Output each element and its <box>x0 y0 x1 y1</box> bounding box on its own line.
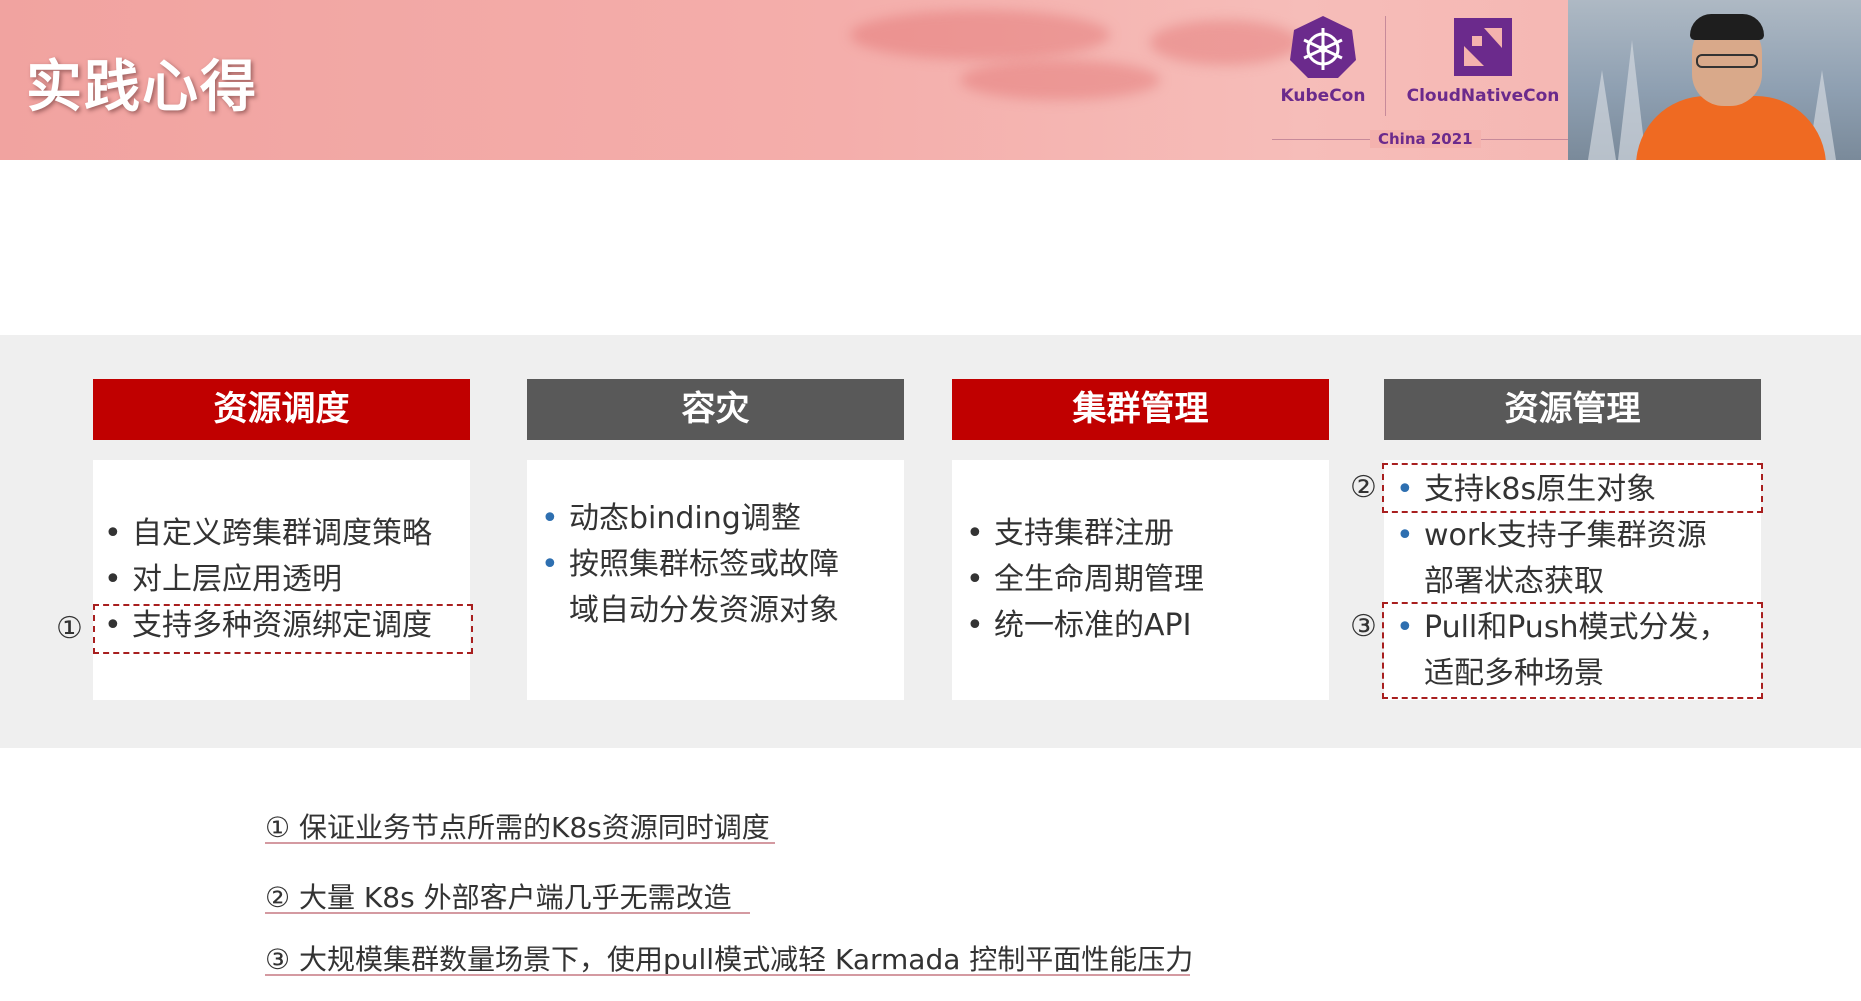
list-item-continuation: 域自动分发资源对象 <box>569 593 839 628</box>
footnote-2: ② 大量 K8s 外部客户端几乎无需改造 <box>265 881 732 914</box>
kubernetes-wheel-icon <box>1290 16 1356 78</box>
card-cluster-management-body <box>952 460 1329 700</box>
card-resource-management-body <box>1384 460 1761 700</box>
footnote-3-underline <box>265 974 1190 976</box>
list-item: •支持集群注册 <box>966 516 1174 551</box>
footnote-2-underline <box>265 912 750 914</box>
list-item: •统一标准的API <box>966 608 1192 643</box>
kubecon-logo: KubeCon <box>1278 14 1368 106</box>
marker-2: ② <box>1350 470 1377 505</box>
list-item: •动态binding调整 <box>541 501 801 536</box>
slide-title: 实践心得 <box>26 55 258 120</box>
card-resource-scheduling-title: 资源调度 <box>93 379 470 440</box>
list-item: •全生命周期管理 <box>966 562 1204 597</box>
list-item: •Pull和Push模式分发， <box>1396 610 1729 645</box>
card-disaster-recovery-body <box>527 460 904 700</box>
list-item: •支持多种资源绑定调度 <box>104 608 432 643</box>
speaker-hair <box>1690 14 1764 40</box>
card-resource-management-title: 资源管理 <box>1384 379 1761 440</box>
list-item: •支持k8s原生对象 <box>1396 472 1657 507</box>
speaker-webcam <box>1568 0 1861 160</box>
marker-1: ① <box>56 611 83 646</box>
list-item: •自定义跨集群调度策略 <box>104 516 432 551</box>
card-disaster-recovery-title: 容灾 <box>527 379 904 440</box>
highlight-box-1 <box>93 604 473 654</box>
china-2021-label: China 2021 <box>1370 130 1481 148</box>
speaker-glasses <box>1696 54 1758 68</box>
slide-header: 实践心得 KubeCon CloudNativeCon China 2021 <box>0 0 1861 160</box>
cloudnativecon-label: CloudNativeCon <box>1406 86 1560 106</box>
footnote-1-underline <box>265 842 775 844</box>
speaker-body <box>1636 96 1826 160</box>
list-item: •按照集群标签或故障 <box>541 547 839 582</box>
cloudnativecon-logo: CloudNativeCon <box>1398 14 1568 106</box>
highlight-box-2 <box>1382 463 1763 513</box>
card-cluster-management-title: 集群管理 <box>952 379 1329 440</box>
footnote-3: ③ 大规模集群数量场景下，使用pull模式减轻 Karmada 控制平面性能压力 <box>265 943 1194 976</box>
kubecon-label: KubeCon <box>1280 86 1366 106</box>
marker-3: ③ <box>1350 609 1377 644</box>
list-item-continuation: 部署状态获取 <box>1424 564 1604 599</box>
card-resource-scheduling-body <box>93 460 470 700</box>
list-item-continuation: 适配多种场景 <box>1424 656 1604 691</box>
cncf-square-icon <box>1454 18 1512 76</box>
logo-divider <box>1385 16 1386 116</box>
list-item: •对上层应用透明 <box>104 562 342 597</box>
highlight-box-3 <box>1382 602 1763 699</box>
footnote-1: ① 保证业务节点所需的K8s资源同时调度 <box>265 811 770 844</box>
list-item: •work支持子集群资源 <box>1396 518 1707 553</box>
